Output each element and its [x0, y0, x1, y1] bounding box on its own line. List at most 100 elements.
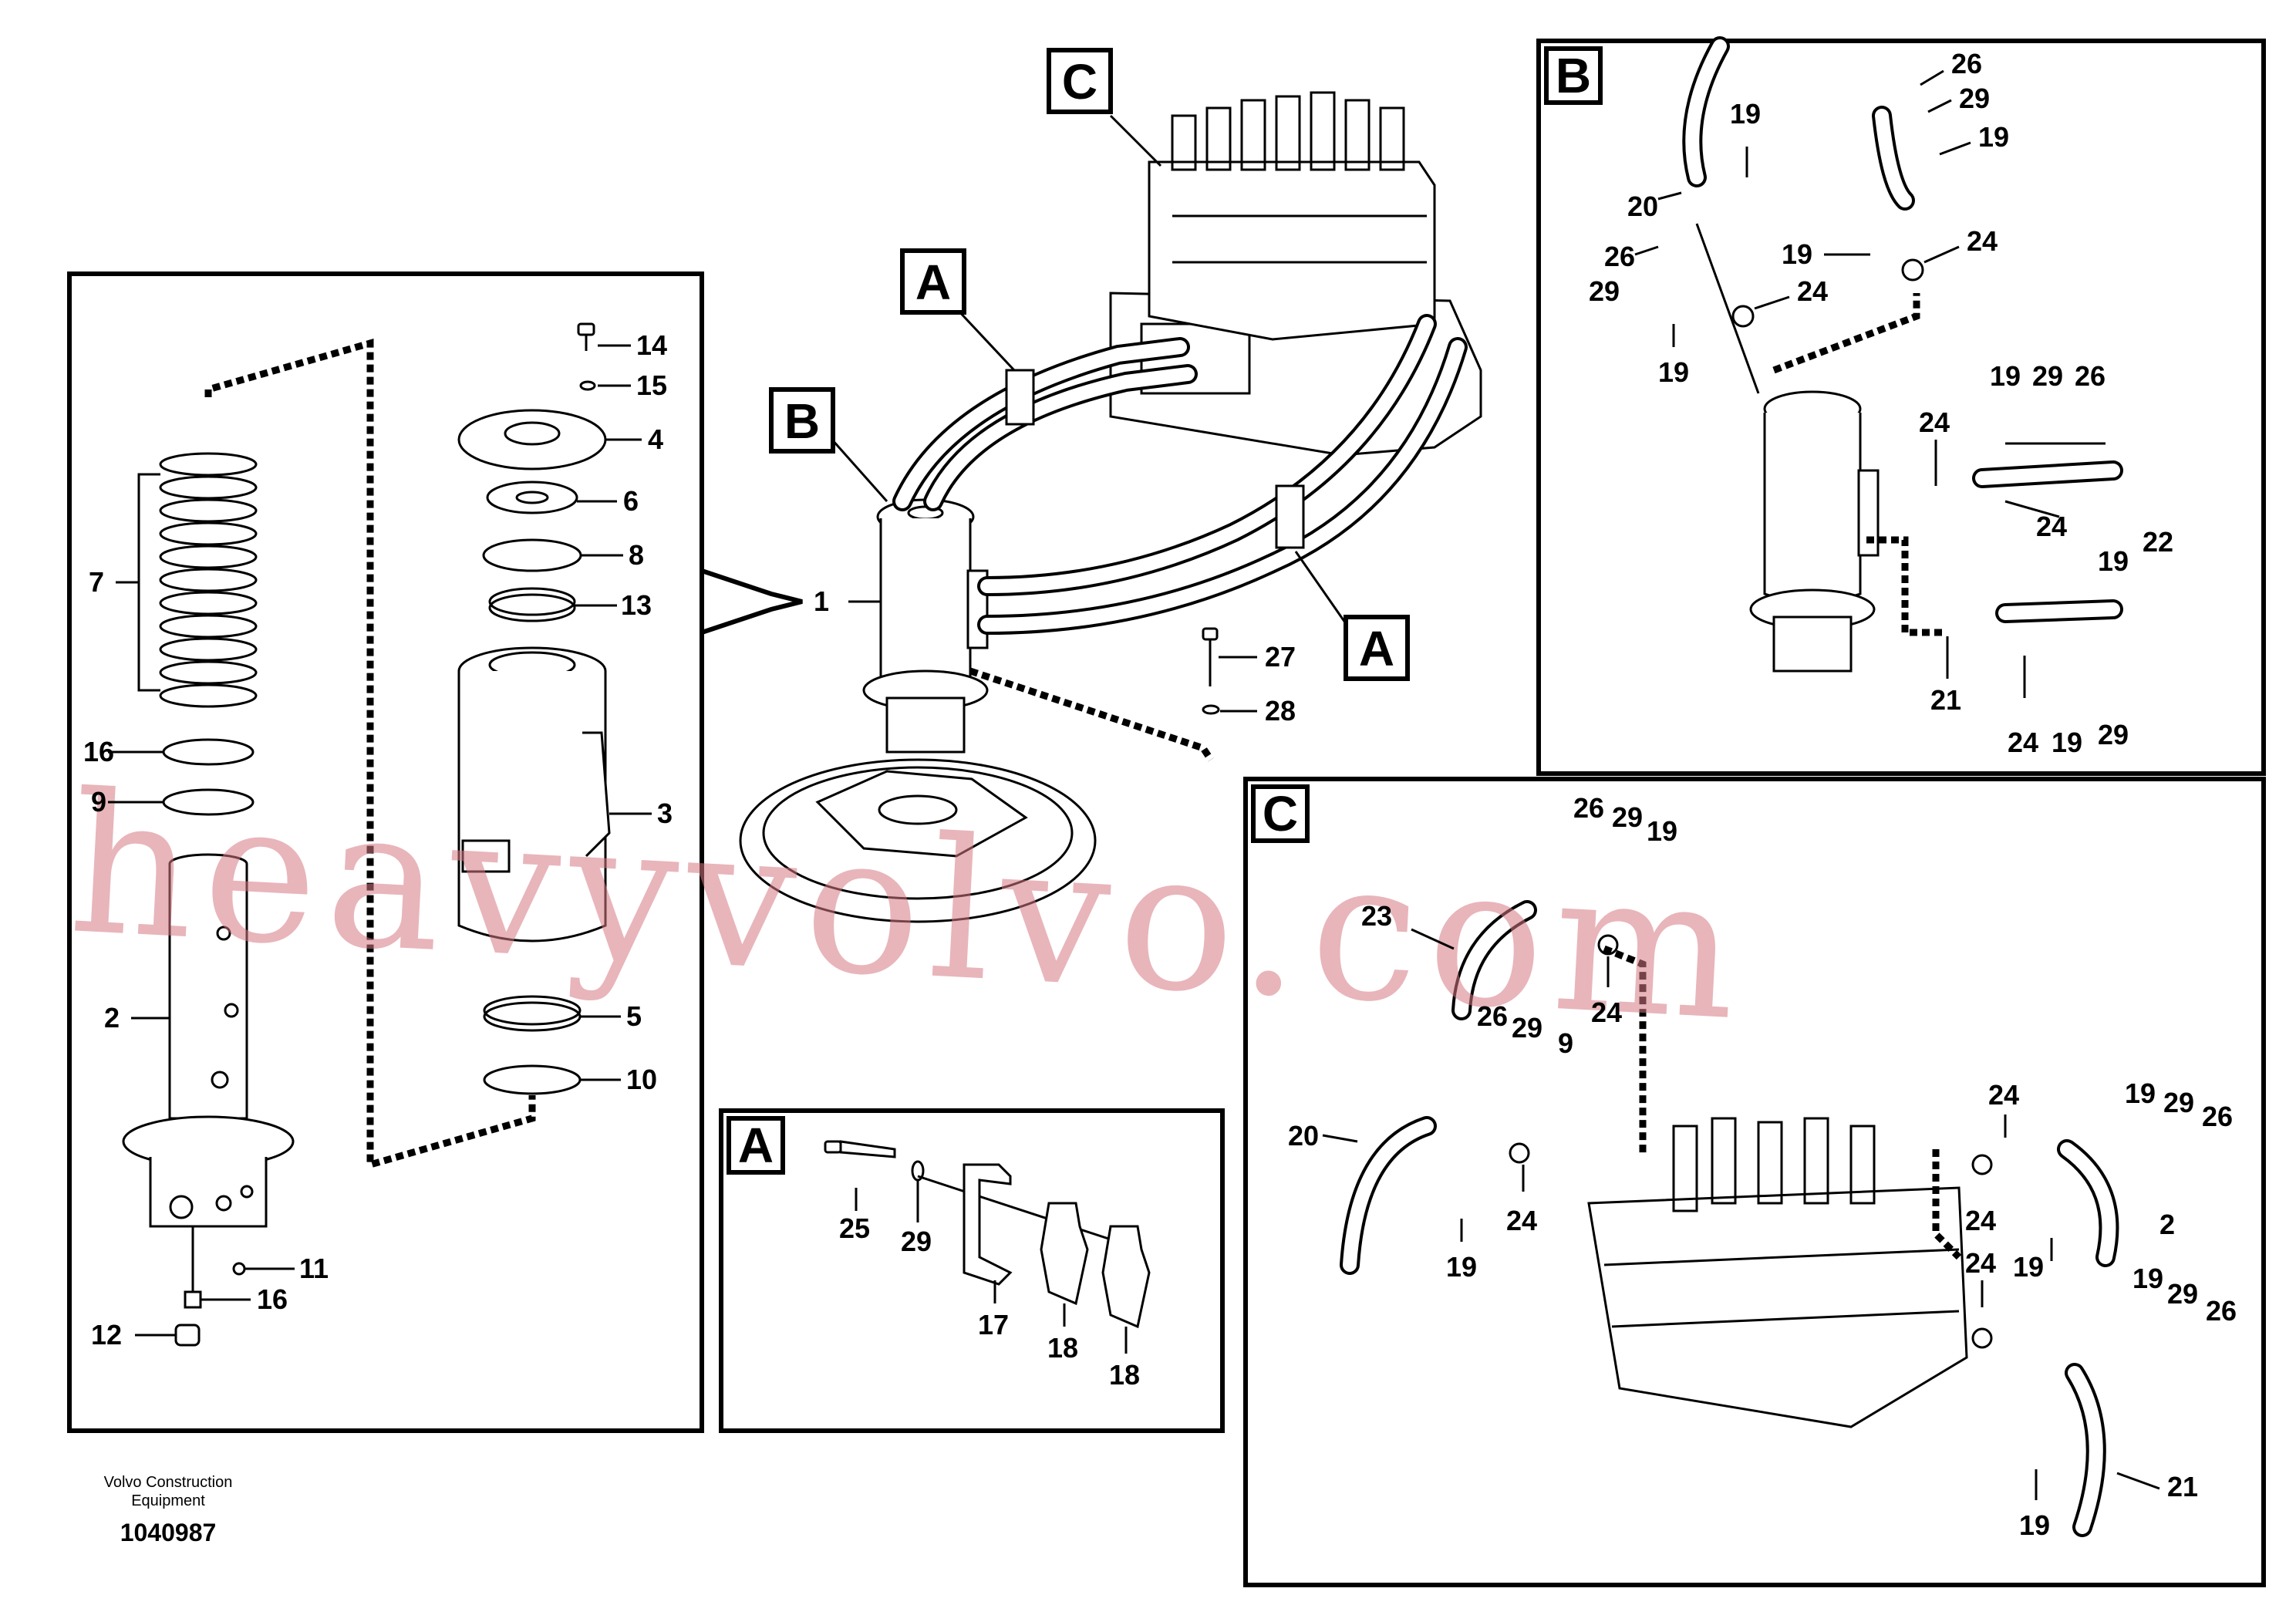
label-c-24a: 24: [1591, 996, 1622, 1028]
label-c-19a: 19: [1647, 815, 1677, 847]
label-16b: 16: [257, 1283, 288, 1315]
label-28: 28: [1265, 695, 1296, 727]
svg-text:A: A: [1359, 621, 1394, 676]
company-line-2: Equipment: [131, 1492, 205, 1509]
label-6: 6: [623, 485, 639, 517]
label-b-19g: 24: [2008, 727, 2038, 758]
hose-detail-c: [1340, 900, 2119, 1537]
tag-c-main: C: [1047, 48, 1113, 114]
label-b-29c: 29: [2032, 360, 2063, 392]
label-18b: 18: [1109, 1359, 1140, 1391]
label-25: 25: [839, 1212, 870, 1244]
frame-pointer: [701, 568, 803, 635]
tag-c-detail: C: [1251, 784, 1310, 843]
drawing-number: 1040987: [120, 1519, 217, 1546]
footer: Volvo Construction Equipment 1040987: [104, 1474, 233, 1546]
label-29: 29: [901, 1226, 932, 1257]
label-b-19f: 24: [2036, 511, 2067, 542]
label-13: 13: [621, 589, 652, 621]
label-15: 15: [636, 369, 667, 401]
tag-b-detail: B: [1544, 46, 1603, 105]
label-c-24b: 24: [1506, 1205, 1537, 1236]
svg-text:C: C: [1062, 54, 1097, 110]
detail-c-frame: [1243, 777, 2266, 1587]
label-14: 14: [636, 329, 667, 361]
label-8: 8: [629, 539, 644, 571]
label-c-20: 20: [1288, 1120, 1319, 1152]
label-27: 27: [1265, 641, 1296, 673]
tag-a-detail: A: [727, 1116, 785, 1175]
label-18a: 18: [1047, 1332, 1078, 1364]
label-c-29d: 29: [2167, 1278, 2198, 1310]
label-c-26c: 26: [2202, 1101, 2233, 1132]
label-b-26c: 26: [2075, 360, 2106, 392]
label-c-9: 9: [1558, 1027, 1573, 1059]
label-7: 7: [89, 566, 104, 598]
label-c-19b: 19: [2125, 1077, 2156, 1109]
label-c-21: 21: [2167, 1471, 2198, 1502]
label-b-19d: 19: [1782, 238, 1812, 270]
label-c-19c: 19: [1446, 1251, 1477, 1283]
swivel-housing: [457, 646, 611, 943]
svg-text:B: B: [784, 393, 820, 449]
label-b-24c: 24: [1919, 406, 1950, 438]
detail-b-frame: [1536, 39, 2266, 776]
labels-main: 14 15 4 6 8 13 3 5 10 7 16 9 2 11 16 12 …: [83, 329, 1296, 1351]
label-4: 4: [648, 423, 663, 455]
label-11: 11: [299, 1253, 329, 1284]
label-b-19b: 19: [1730, 98, 1761, 130]
label-b-19c: 19: [1658, 356, 1689, 388]
exploded-view-frame: [67, 271, 704, 1433]
label-2: 2: [104, 1002, 120, 1034]
tag-a-lower: A: [1344, 615, 1410, 681]
label-c-23: 23: [1361, 900, 1392, 932]
company-line-1: Volvo Construction: [104, 1474, 233, 1491]
label-b-19e: 19: [1990, 360, 2021, 392]
label-c-26a: 26: [1573, 792, 1604, 824]
label-b-26a: 26: [1951, 48, 1982, 79]
tag-b-main: B: [769, 387, 835, 454]
label-c-26d: 26: [2206, 1295, 2237, 1327]
main-assembly: [739, 91, 1482, 923]
svg-text:B: B: [1556, 48, 1591, 103]
label-12: 12: [91, 1319, 122, 1351]
tag-a-upper: A: [900, 248, 966, 315]
label-b-24d: 21: [1930, 684, 1961, 716]
label-b-24b: 24: [1967, 225, 1998, 257]
label-c-24e: 24: [1965, 1205, 1996, 1236]
label-c-24d: 24: [1965, 1247, 1996, 1279]
label-c-24c: 24: [1988, 1079, 2019, 1111]
labels-detail-c: 26 29 19 23 24 26 29 9 24 24 19 29 26 20…: [1288, 792, 2237, 1541]
label-b-20: 20: [1627, 191, 1658, 222]
label-b-24a: 24: [1797, 275, 1828, 307]
hose-detail-b: [1682, 36, 2123, 673]
detail-a-frame: [719, 1108, 1225, 1433]
label-b-26b: 26: [1604, 241, 1635, 272]
label-c-26b: 26: [1477, 1000, 1508, 1032]
seal-stack: [159, 452, 258, 708]
clamp-detail: [824, 1140, 1151, 1329]
label-c-29b: 29: [1512, 1012, 1542, 1044]
label-16a: 16: [83, 736, 114, 767]
label-c-19e: 19: [2132, 1263, 2163, 1294]
label-c-2: 2: [2159, 1209, 2175, 1240]
label-5: 5: [626, 1000, 642, 1032]
svg-text:A: A: [915, 255, 951, 310]
label-b-29b: 29: [1589, 275, 1620, 307]
exploded-view: [122, 322, 611, 1347]
svg-text:C: C: [1263, 786, 1298, 841]
label-b-29d: 19: [2052, 727, 2082, 758]
label-b-26d: 29: [2098, 719, 2129, 750]
label-10: 10: [626, 1064, 657, 1095]
labels-detail-b: 26 29 19 20 19 26 29 19 24 19 24 24 19 2…: [1589, 48, 2173, 758]
bolt-14: [577, 322, 595, 351]
label-1: 1: [814, 585, 829, 617]
label-b-19a: 19: [1978, 121, 2009, 153]
label-c-29a: 29: [1612, 801, 1643, 833]
labels-detail-a: 25 29 17 18 18: [839, 1180, 1140, 1391]
label-3: 3: [657, 798, 673, 829]
swivel-shaft: [122, 853, 295, 1296]
label-b-21: 22: [2143, 526, 2173, 558]
label-c-19f: 19: [2019, 1509, 2050, 1541]
